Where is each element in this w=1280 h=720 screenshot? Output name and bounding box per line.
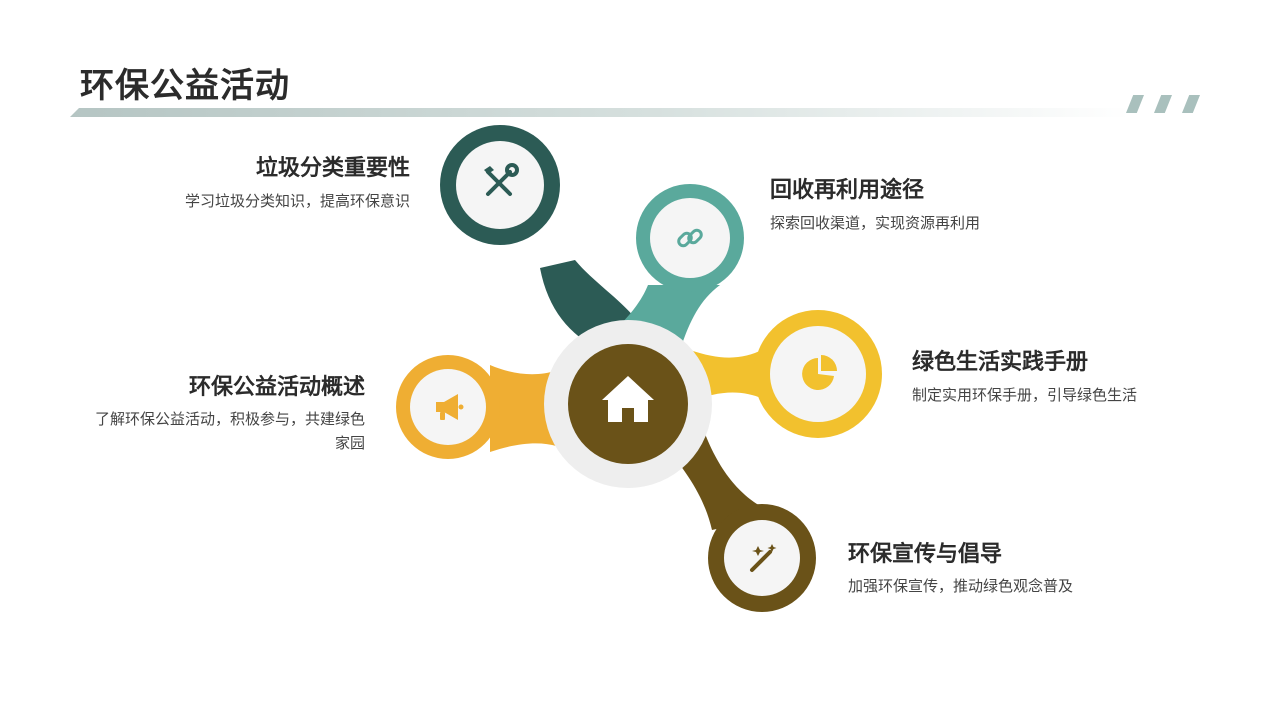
- page-title: 环保公益活动: [80, 66, 290, 106]
- link-icon: [677, 228, 703, 248]
- item-desc-overview: 了解环保公益活动，积极参与，共建绿色家园: [95, 410, 366, 452]
- item-desc-garbage-sorting: 学习垃圾分类知识，提高环保意识: [184, 192, 410, 210]
- item-desc-promotion: 加强环保宣传，推动绿色观念普及: [848, 577, 1074, 595]
- item-title-green-living: 绿色生活实践手册: [912, 350, 1089, 375]
- tools-icon: [484, 163, 519, 196]
- item-title-garbage-sorting: 垃圾分类重要性: [255, 156, 410, 181]
- item-desc-recycling: 探索回收渠道，实现资源再利用: [770, 214, 981, 232]
- pie-chart-icon: [802, 355, 837, 390]
- megaphone-icon: [436, 394, 464, 420]
- item-title-overview: 环保公益活动概述: [188, 375, 365, 400]
- magic-wand-icon: [750, 544, 777, 572]
- home-icon: [602, 376, 654, 422]
- item-desc-green-living: 制定实用环保手册，引导绿色生活: [912, 386, 1138, 404]
- item-title-recycling: 回收再利用途径: [770, 178, 925, 203]
- item-title-promotion: 环保宣传与倡导: [848, 542, 1003, 567]
- title-underline: [70, 108, 1130, 117]
